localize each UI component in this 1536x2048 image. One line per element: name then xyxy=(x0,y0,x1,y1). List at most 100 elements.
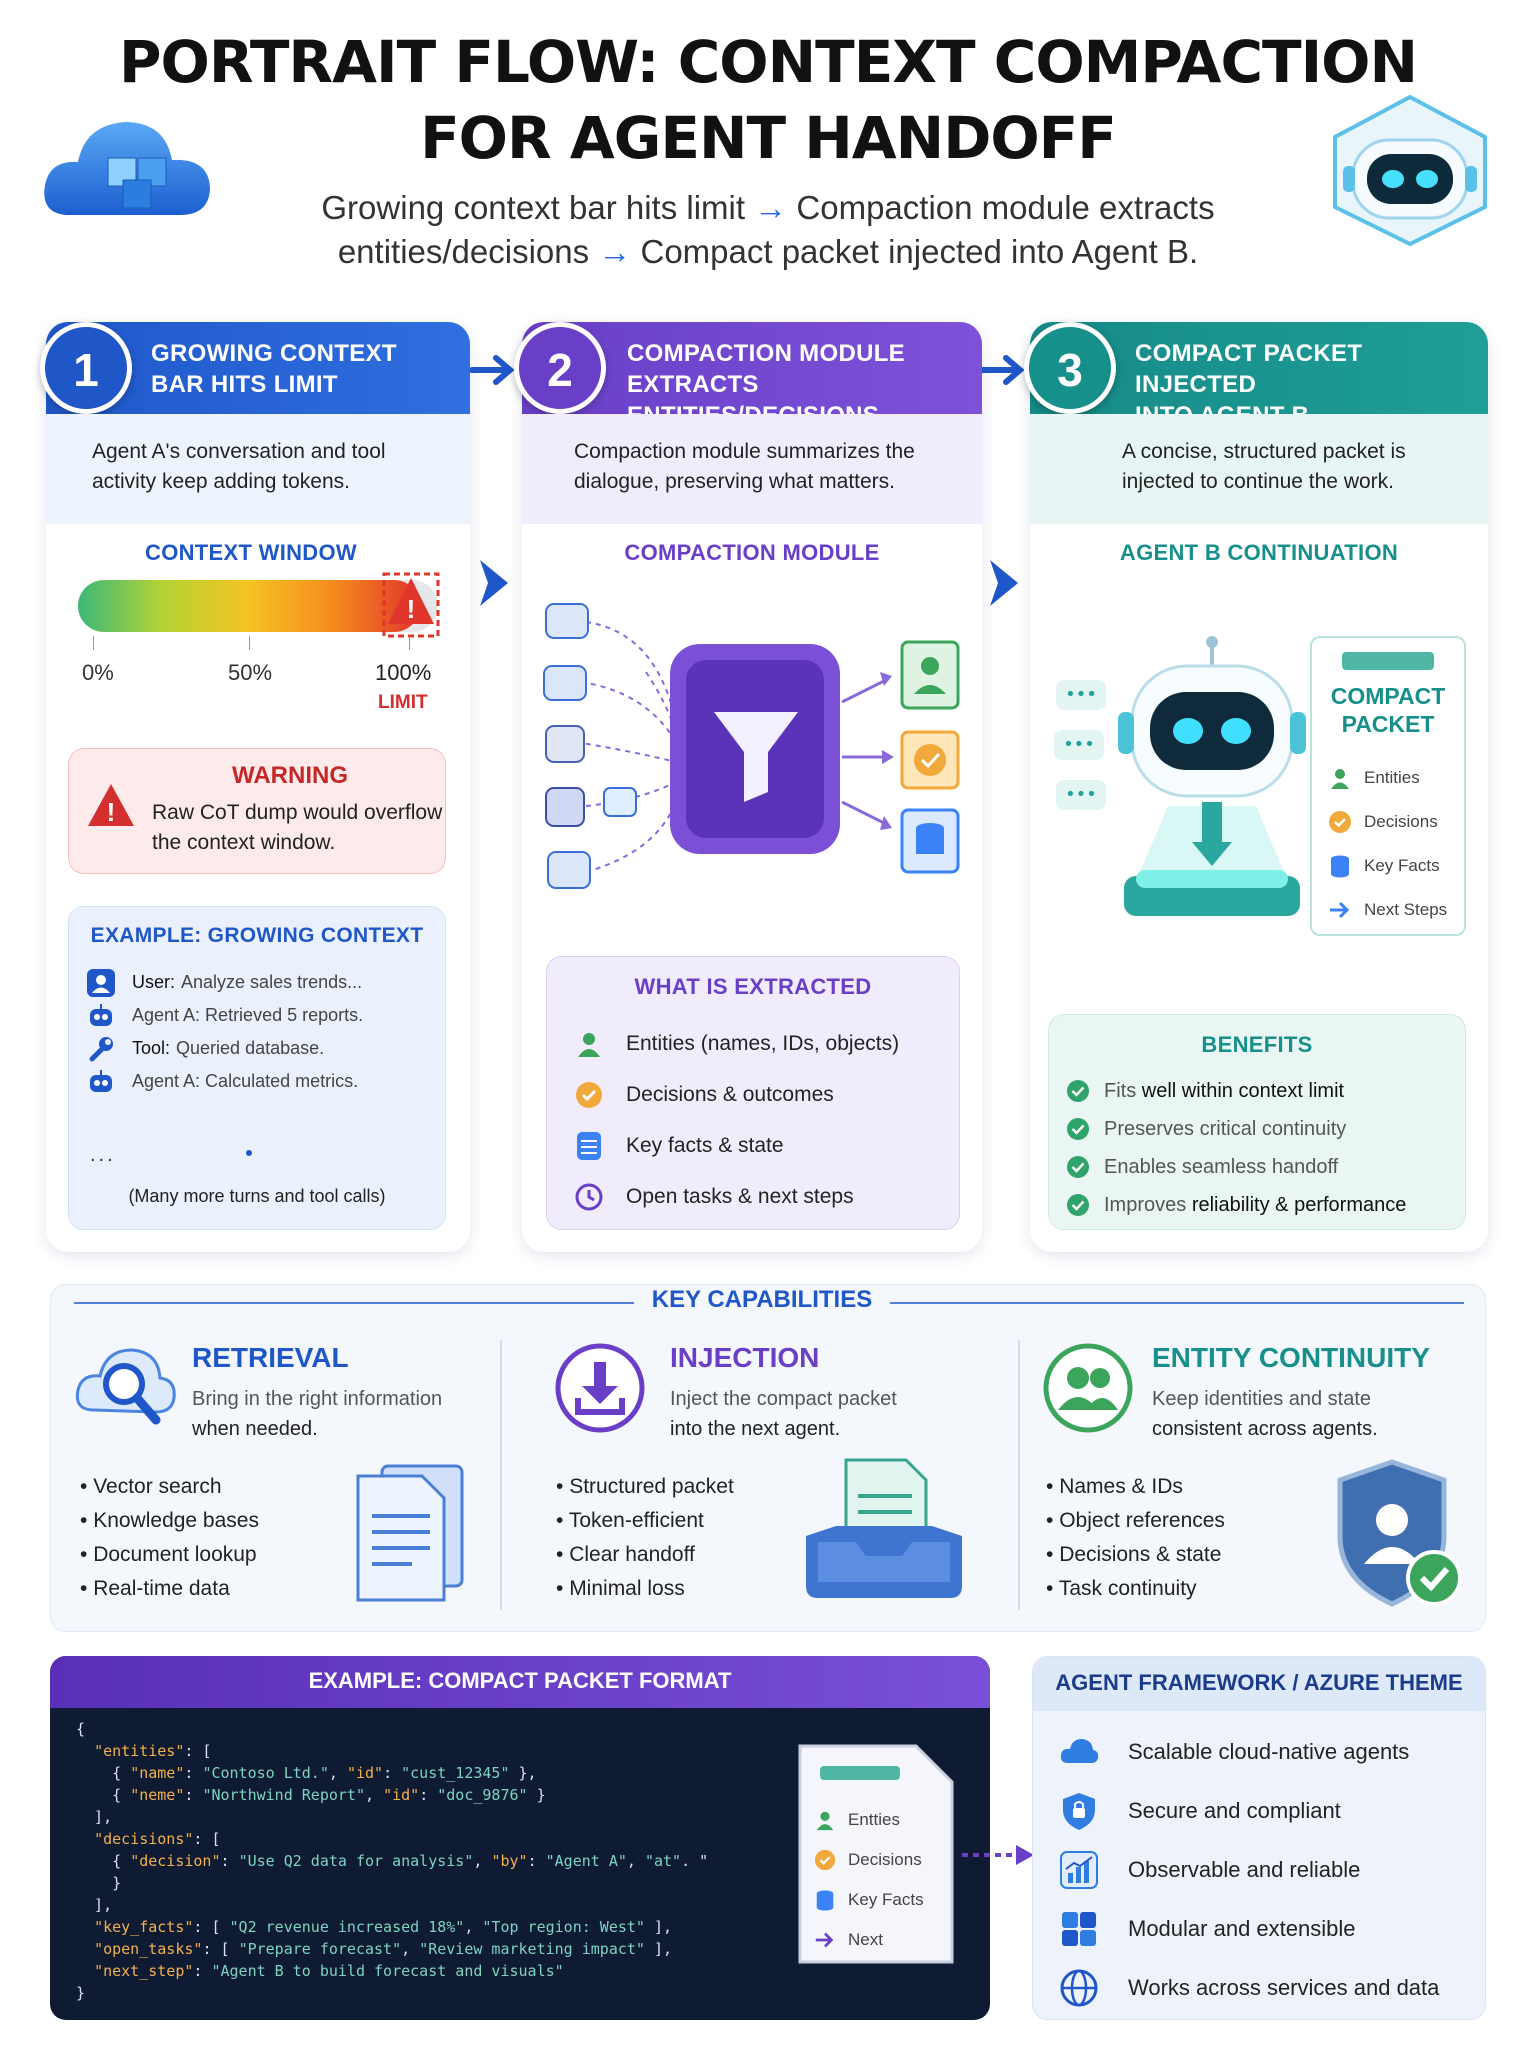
capability-bullet: Knowledge bases xyxy=(80,1504,259,1538)
users-circle-icon xyxy=(1043,1343,1133,1433)
context-bar-fill xyxy=(78,580,420,632)
example-label: User: xyxy=(132,972,176,992)
database-icon xyxy=(574,1131,604,1161)
compaction-module-heading: COMPACTION MODULE xyxy=(624,540,880,565)
packet-tab xyxy=(1342,652,1434,670)
packet-row: Next Steps xyxy=(1328,888,1468,932)
subtitle: Growing context bar hits limit → Compact… xyxy=(321,189,1215,270)
shield-user-check-icon xyxy=(1337,1459,1462,1607)
benefit-row: Preserves critical continuity xyxy=(1066,1110,1466,1148)
doc-row: Next xyxy=(814,1920,954,1960)
framework-text: Modular and extensible xyxy=(1128,1915,1356,1941)
code-line: { "neme": "Northwind Report", "id": "doc… xyxy=(76,1786,546,1804)
cloud-icon xyxy=(1058,1731,1100,1773)
framework-text: Observable and reliable xyxy=(1128,1856,1361,1882)
benefit-row: Enables seamless handoff xyxy=(1066,1148,1466,1186)
extracted-row: Entities (names, IDs, objects) xyxy=(574,1018,954,1069)
packet-row: Entities xyxy=(1328,756,1468,800)
database-icon xyxy=(1328,854,1352,878)
packet-row: Key Facts xyxy=(1328,844,1468,888)
dot-marker xyxy=(246,1150,252,1156)
extracted-text: Decisions & outcomes xyxy=(626,1082,834,1106)
arrow-right-icon xyxy=(814,1929,836,1951)
search-cloud-icon xyxy=(75,1348,176,1425)
page-title: PORTRAIT FLOW: CONTEXT COMPACTION FOR AG… xyxy=(119,28,1418,172)
extracted-text: Key facts & state xyxy=(626,1133,784,1157)
wrench-icon xyxy=(86,1034,116,1064)
tick-label-100: 100% xyxy=(375,660,432,685)
extracted-title: WHAT IS EXTRACTED xyxy=(634,974,872,999)
step1-number: 1 xyxy=(40,322,132,414)
database-icon xyxy=(814,1889,836,1911)
doc-row: Key Facts xyxy=(814,1880,954,1920)
agent-b-heading: AGENT B CONTINUATION xyxy=(1119,540,1399,565)
ellipsis: ... xyxy=(90,1144,116,1166)
svg-text:•••: ••• xyxy=(1063,734,1095,755)
inbox-document-icon xyxy=(806,1458,962,1598)
framework-text: Works across services and data xyxy=(1128,1974,1440,2000)
example-text: User:Analyze sales trends... xyxy=(132,972,362,993)
clock-icon xyxy=(574,1182,604,1212)
code-line: "key_facts": [ "Q2 revenue increased 18%… xyxy=(94,1918,673,1936)
example-row: Agent A: Retrieved 5 reports. xyxy=(86,999,436,1032)
framework-text: Scalable cloud-native agents xyxy=(1128,1738,1410,1764)
capabilities-title: KEY CAPABILITIES xyxy=(651,1286,873,1313)
agent-b-robot-illustration: ••• ••• ••• xyxy=(1054,636,1306,916)
packet-item-text: Decisions xyxy=(1364,812,1438,831)
framework-row: Observable and reliable xyxy=(1058,1840,1478,1899)
code-block: { "entities": [ { "name": "Contoso Ltd."… xyxy=(76,1718,796,2004)
extracted-row: Open tasks & next steps xyxy=(574,1171,954,1222)
warning-box xyxy=(68,748,446,874)
framework-panel xyxy=(1032,1656,1486,2020)
cap-retrieval-title: RETRIEVAL xyxy=(192,1342,349,1373)
cap-entity-list: Names & IDsObject referencesDecisions & … xyxy=(1046,1470,1225,1606)
puzzle-icon xyxy=(1058,1908,1100,1950)
example-label: Tool: xyxy=(132,1038,171,1058)
framework-row: Modular and extensible xyxy=(1058,1899,1478,1958)
doc-item-text: Entties xyxy=(848,1810,900,1829)
cap-divider-1 xyxy=(500,1340,502,1610)
example-text: Agent A: Retrieved 5 reports. xyxy=(132,1005,363,1026)
benefit-part-b: well within context limit xyxy=(1141,1079,1345,1102)
extracted-row: Key facts & state xyxy=(574,1120,954,1171)
tick-100 xyxy=(409,636,410,650)
check-circle-icon xyxy=(1066,1193,1090,1217)
tick-0 xyxy=(93,636,94,650)
capability-bullet: Clear handoff xyxy=(556,1538,734,1572)
framework-row: Scalable cloud-native agents xyxy=(1058,1722,1478,1781)
arrow-right-icon xyxy=(1328,898,1352,922)
step3-number: 3 xyxy=(1024,322,1116,414)
doc-row: Entties xyxy=(814,1800,954,1840)
cap-entity-title: ENTITY CONTINUITY xyxy=(1152,1342,1430,1373)
example-message: Agent A: Retrieved 5 reports. xyxy=(132,1005,364,1025)
chevron-right-icon xyxy=(990,560,1018,606)
person-icon xyxy=(814,1809,836,1831)
tick-50 xyxy=(249,636,250,650)
code-line: } xyxy=(76,1984,86,2002)
code-line: { "name": "Contoso Ltd.", "id": "cust_12… xyxy=(76,1764,537,1782)
code-line: "open_tasks": [ "Prepare forecast", "Rev… xyxy=(94,1940,673,1958)
capability-bullet: Document lookup xyxy=(80,1538,259,1572)
robot-icon xyxy=(86,1067,116,1097)
more-turns-note: (Many more turns and tool calls) xyxy=(128,1186,386,1206)
example-row: Tool:Queried database. xyxy=(86,1032,436,1065)
capability-bullet: Object references xyxy=(1046,1504,1225,1538)
benefit-text: Preserves critical continuity xyxy=(1104,1118,1346,1141)
svg-text:•••: ••• xyxy=(1065,684,1097,705)
svg-text:!: ! xyxy=(107,797,116,827)
robot-logo-icon xyxy=(1333,94,1487,247)
step2-desc-band xyxy=(522,414,982,524)
step3-desc-band xyxy=(1030,414,1488,524)
benefit-text: Fits well within context limit xyxy=(1104,1080,1344,1103)
capability-bullet: Token-efficient xyxy=(556,1504,734,1538)
packet-document-icon xyxy=(798,1744,954,1964)
doc-item-text: Key Facts xyxy=(848,1890,924,1909)
doc-item-text: Next xyxy=(848,1930,883,1949)
check-circle-icon xyxy=(814,1849,836,1871)
